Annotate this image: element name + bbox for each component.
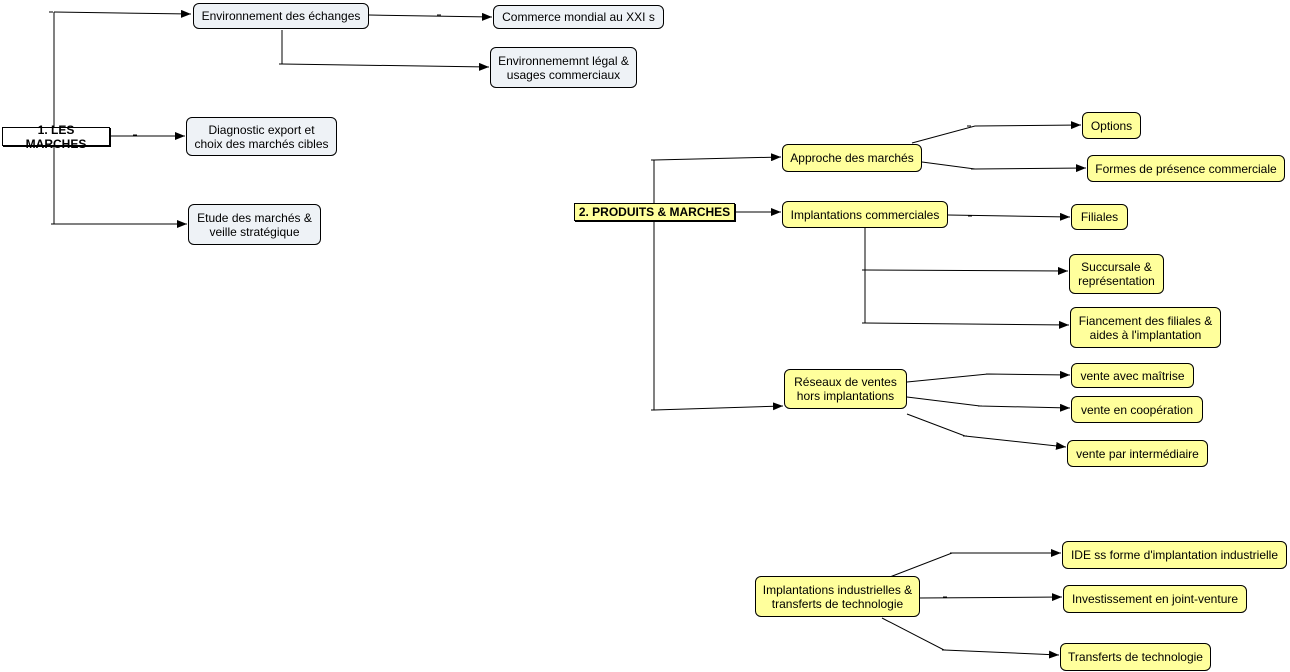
node-succursale[interactable]: Succursale & représentation bbox=[1069, 254, 1164, 294]
node-financement-filiales[interactable]: Fiancement des filiales & aides à l'impl… bbox=[1070, 307, 1221, 348]
node-joint-venture[interactable]: Investissement en joint-venture bbox=[1063, 585, 1247, 613]
connector-industriel-transferts bbox=[881, 617, 1060, 659]
node-formes-presence[interactable]: Formes de présence commerciale bbox=[1087, 155, 1285, 182]
connector-impl-filiales bbox=[947, 212, 1071, 221]
node-vente-maitrise[interactable]: vente avec maîtrise bbox=[1071, 363, 1194, 388]
root-les-marches[interactable]: 1. LES MARCHES bbox=[2, 123, 110, 151]
connector-root2-reseaux bbox=[653, 402, 784, 411]
node-approche-marches[interactable]: Approche des marchés bbox=[782, 144, 922, 172]
connector-approche-options bbox=[911, 121, 1082, 144]
node-transferts-technologie[interactable]: Transferts de technologie bbox=[1060, 643, 1211, 671]
connector-env-commerce bbox=[368, 12, 493, 21]
connector-root2-approche bbox=[653, 153, 782, 162]
root-produits-marches[interactable]: 2. PRODUITS & MARCHES bbox=[574, 203, 735, 221]
connector-root1-env bbox=[53, 9, 192, 18]
connector-impl-succursale bbox=[864, 266, 1069, 275]
node-implantations-industrielles[interactable]: Implantations industrielles & transferts… bbox=[755, 576, 920, 617]
node-options[interactable]: Options bbox=[1082, 112, 1141, 139]
node-diagnostic-export[interactable]: Diagnostic export et choix des marchés c… bbox=[186, 117, 337, 156]
node-ide[interactable]: IDE ss forme d'implantation industrielle bbox=[1062, 541, 1287, 569]
connector-reseaux-cooperation bbox=[906, 396, 1071, 412]
connector-env-legal bbox=[281, 62, 490, 71]
node-reseaux-ventes[interactable]: Réseaux de ventes hors implantations bbox=[784, 369, 907, 409]
node-vente-intermediaire[interactable]: vente par intermédiaire bbox=[1067, 440, 1208, 467]
node-etude-marches[interactable]: Etude des marchés & veille stratégique bbox=[188, 204, 321, 245]
connector-reseaux-maitrise bbox=[906, 370, 1071, 383]
connector-approche-formes bbox=[921, 161, 1087, 173]
node-environnement-legal[interactable]: Environnememnt légal & usages commerciau… bbox=[490, 47, 637, 88]
node-commerce-mondial[interactable]: Commerce mondial au XXI s bbox=[493, 5, 664, 29]
connector-impl-financement bbox=[864, 320, 1070, 329]
connector-reseaux-intermediaire bbox=[906, 413, 1067, 450]
node-filiales[interactable]: Filiales bbox=[1071, 204, 1128, 230]
node-vente-cooperation[interactable]: vente en coopération bbox=[1071, 396, 1203, 423]
node-implantations-commerciales[interactable]: Implantations commerciales bbox=[782, 201, 948, 228]
connector-industriel-jv bbox=[918, 593, 1063, 602]
node-environnement-echanges[interactable]: Environnement des échanges bbox=[193, 3, 369, 29]
